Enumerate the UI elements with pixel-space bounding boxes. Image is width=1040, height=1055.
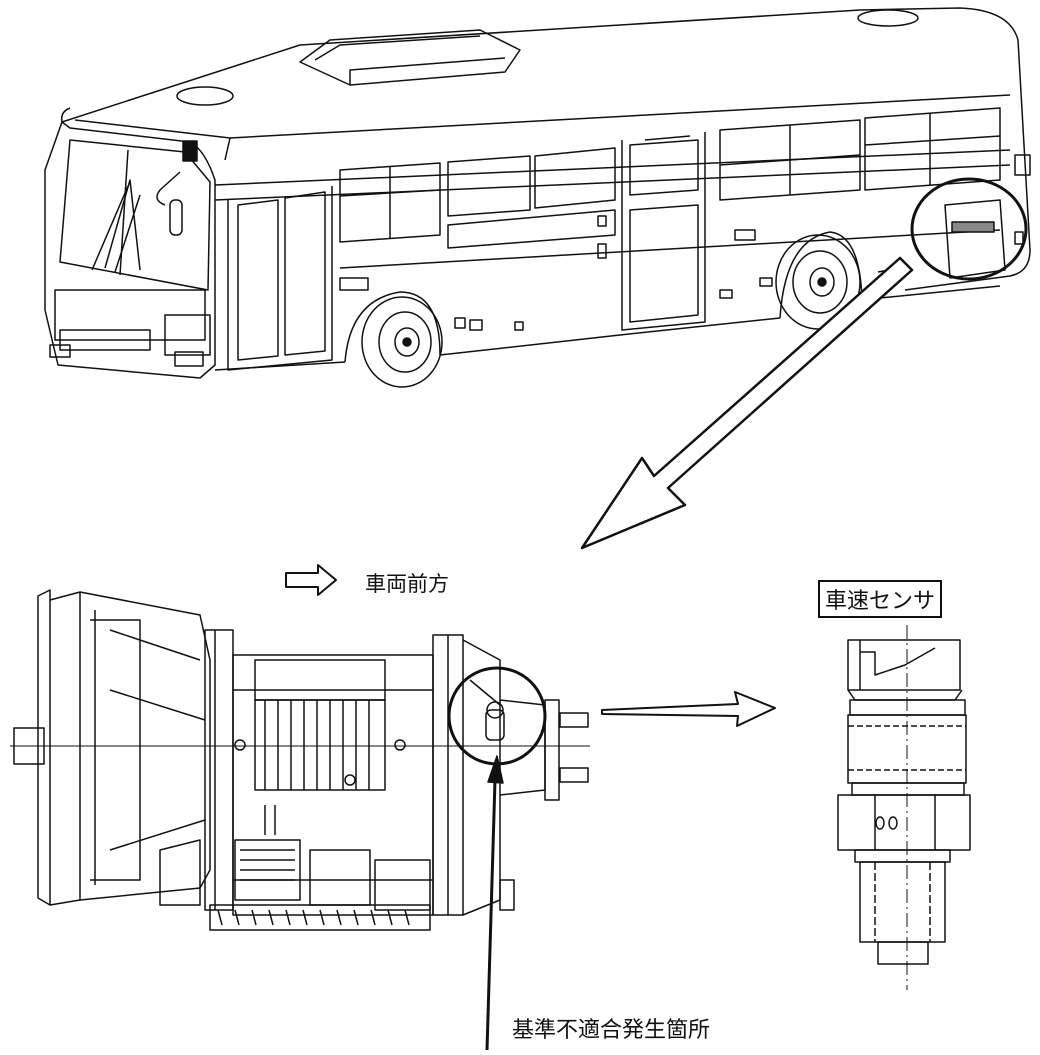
hollow-arrow-right-icon <box>285 564 337 596</box>
nonconformity-leader-arrow <box>485 755 504 1051</box>
speed-sensor-title: 車速センサ <box>818 580 943 618</box>
front-wheel <box>344 291 443 388</box>
speed-sensor-drawing <box>837 625 971 990</box>
wheelchair-icon <box>182 140 198 162</box>
detail-pointer-arrow <box>601 691 776 727</box>
bus-illustration <box>44 7 1031 388</box>
zoom-pointer-arrow <box>580 256 914 550</box>
vehicle-front-label: 車両前方 <box>365 572 449 596</box>
transmission-drawing <box>10 589 590 931</box>
nonconformity-location-label: 基準不適合発生箇所 <box>512 1018 711 1043</box>
bus-highlight-circle <box>910 177 1028 281</box>
